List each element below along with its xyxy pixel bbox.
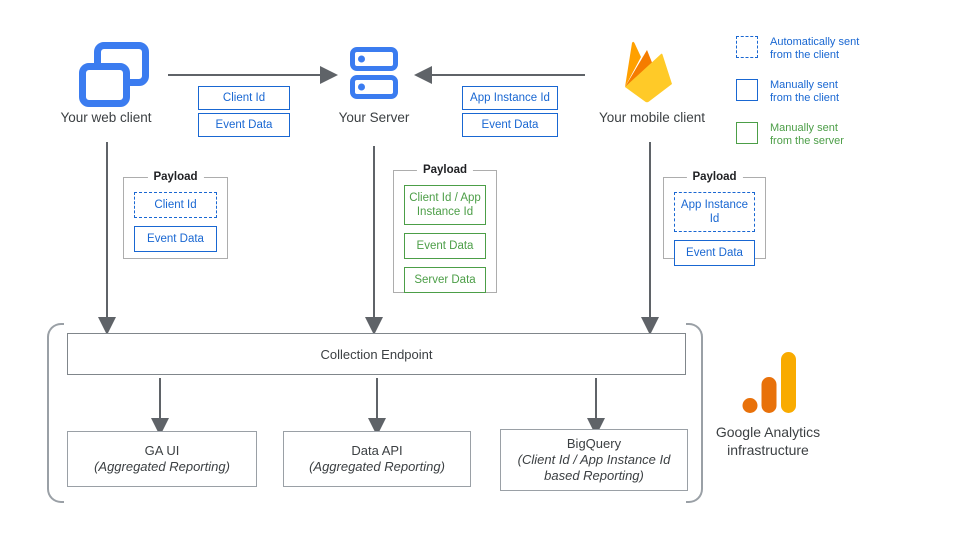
output-title: BigQuery [566,436,622,451]
legend-item-manual-client: Manually sent from the client [736,79,839,104]
output-box-ga-ui: GA UI (Aggregated Reporting) [67,431,257,487]
legend-item-manual-server: Manually sent from the server [736,122,844,147]
payload-title: Payload [416,164,474,176]
collection-endpoint-label: Collection Endpoint [320,346,433,362]
payload-mobile: Payload App Instance Id Event Data [663,171,766,266]
payload-item-app-instance-id: App Instance Id [674,192,755,232]
payload-item-client-or-app-id: Client Id / App Instance Id [404,185,486,225]
output-title: Data API [351,443,403,458]
infrastructure-caption: Google Analytics infrastructure [715,424,821,458]
msg-event-data-mobile: Event Data [462,113,558,137]
payload-item-client-id: Client Id [134,192,217,218]
legend-item-auto-client: Automatically sent from the client [736,36,859,61]
output-box-bigquery: BigQuery (Client Id / App Instance Id ba… [500,429,688,491]
output-subtitle: (Client Id / App Instance Id based Repor… [517,452,671,483]
collection-endpoint-box: Collection Endpoint [67,333,686,375]
payload-server: Payload Client Id / App Instance Id Even… [393,164,497,293]
legend-swatch-solid-green [736,122,758,144]
legend-label: Manually sent from the client [770,79,840,104]
infra-bracket-left [47,323,64,503]
output-box-data-api: Data API (Aggregated Reporting) [283,431,471,487]
output-subtitle: (Aggregated Reporting) [94,459,230,474]
server-icon [350,47,398,99]
legend-swatch-dashed-blue [736,36,758,58]
infra-bracket-right [686,323,703,503]
payload-web: Payload Client Id Event Data [123,171,228,259]
payload-item-event-data: Event Data [134,226,217,252]
firebase-icon [625,41,672,103]
server-label: Your Server [338,110,410,125]
legend-label: Automatically sent from the client [770,36,860,61]
legend-label: Manually sent from the server [770,122,844,147]
payload-item-event-data: Event Data [674,240,755,266]
payload-title: Payload [147,171,204,183]
web-client-label: Your web client [60,110,152,125]
output-title: GA UI [144,443,180,458]
google-analytics-icon [742,352,796,413]
web-client-icon [79,42,149,108]
msg-client-id: Client Id [198,86,290,110]
mobile-client-label: Your mobile client [598,110,706,125]
msg-event-data-web: Event Data [198,113,290,137]
payload-item-server-data: Server Data [404,267,486,293]
msg-app-instance-id: App Instance Id [462,86,558,110]
payload-title: Payload [686,171,743,183]
payload-item-event-data: Event Data [404,233,486,259]
legend-swatch-solid-blue [736,79,758,101]
output-subtitle: (Aggregated Reporting) [309,459,445,474]
